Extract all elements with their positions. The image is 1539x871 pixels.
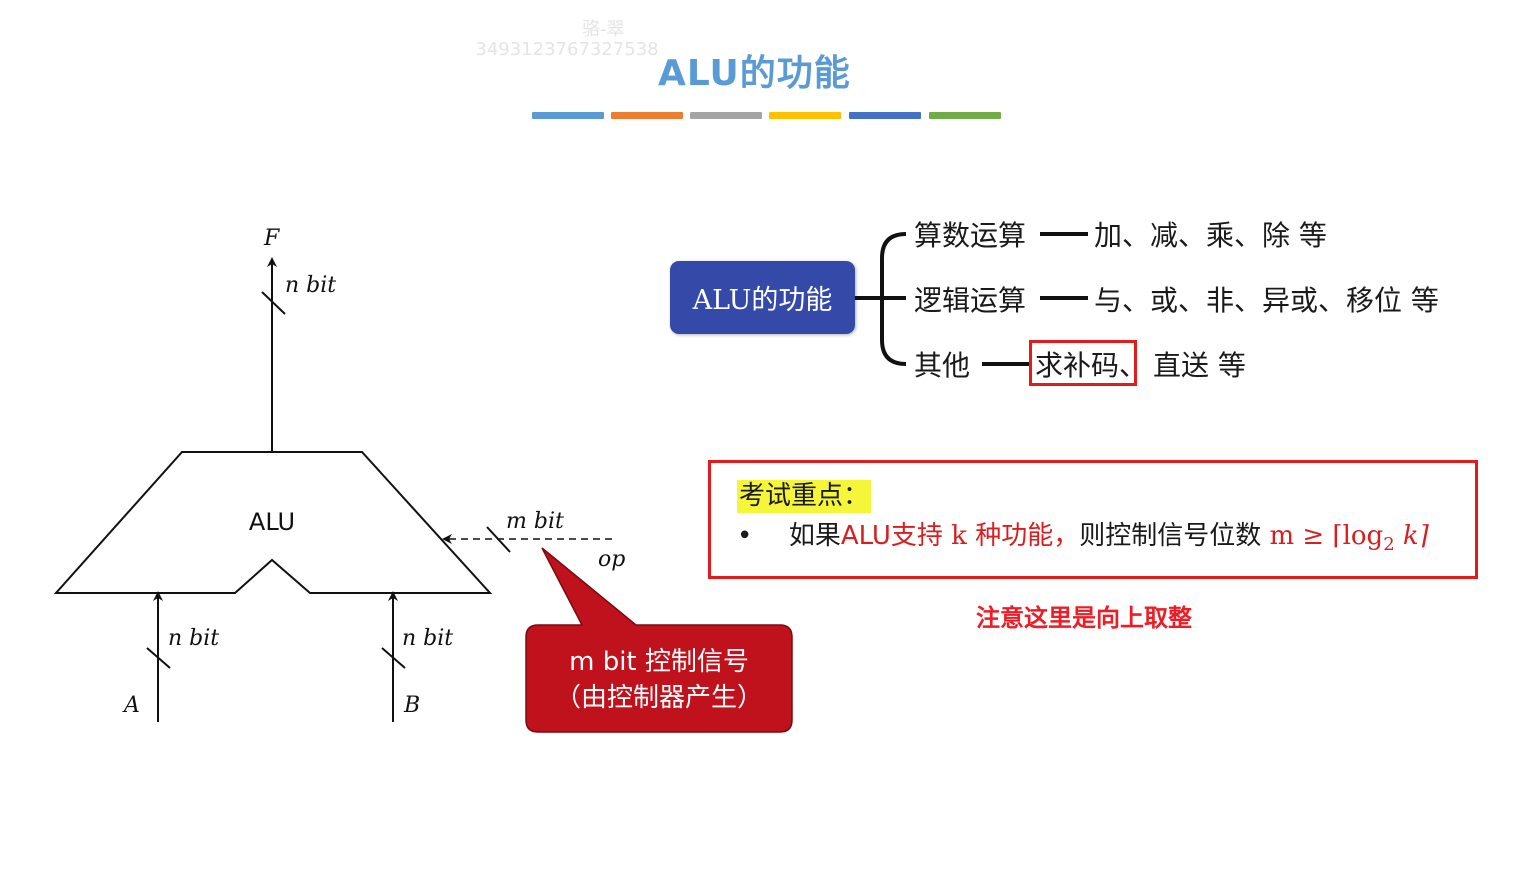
control-slash [486, 526, 511, 553]
input-b-label: B [403, 693, 420, 718]
input-a-label: A [122, 693, 140, 718]
callout-line-1: m bit 控制信号 [569, 647, 749, 677]
exam-text-1: 如果 [788, 521, 841, 551]
branch-logic: 逻辑运算 [914, 284, 1027, 317]
exam-formula-1: m ≥ ⌈log [1269, 521, 1384, 551]
exam-text-3: 则控制信号位数 [1079, 521, 1270, 551]
color-bar-2 [611, 112, 683, 119]
alu-function-node: ALU的功能 [670, 261, 855, 334]
input-b-slash [381, 647, 406, 669]
color-bar-3 [690, 112, 762, 119]
color-bar-4 [769, 112, 841, 119]
exam-heading: 考试重点： [737, 480, 872, 513]
mindmap-connectors [855, 232, 1088, 366]
alu-label: ALU [249, 508, 295, 536]
highlight-box [1029, 340, 1137, 386]
control-label: op [598, 547, 625, 572]
ceiling-note: 注意这里是向上取整 [976, 604, 1192, 632]
color-bar-6 [929, 112, 1001, 119]
alu-shape [53, 451, 493, 594]
callout-bubble [525, 547, 793, 733]
watermark: 骆-翠 3493123767327538 [462, 20, 672, 60]
callout-line-2: （由控制器产生） [554, 683, 763, 713]
exam-text-2: 支持 k 种功能， [890, 521, 1080, 551]
page-title: ALU的功能 [658, 53, 851, 94]
branch-other-detail: 直送 等 [1153, 349, 1246, 382]
branch-other-highlight: 求补码、 [1035, 349, 1148, 382]
watermark-id: 3493123767327538 [475, 39, 659, 60]
input-b-width-label: n bit [402, 626, 453, 651]
exam-formula-2: k⌉ [1394, 521, 1429, 551]
branch-arithmetic-detail: 加、减、乘、除 等 [1094, 219, 1327, 252]
control-width-label: m bit [506, 509, 564, 534]
exam-key-point-box [708, 460, 1478, 579]
color-bar-1 [532, 112, 604, 119]
exam-text-alu: ALU [840, 521, 891, 551]
input-a-slash [146, 647, 171, 669]
branch-other: 其他 [914, 349, 971, 382]
callout-text: m bit 控制信号 （由控制器产生） [528, 644, 790, 716]
color-bar-5 [849, 112, 921, 119]
output-label: F [263, 226, 280, 251]
branch-logic-detail: 与、或、非、异或、移位 等 [1094, 284, 1439, 317]
output-slash [261, 291, 286, 315]
input-a-width-label: n bit [168, 626, 219, 651]
branch-arithmetic: 算数运算 [914, 219, 1027, 252]
exam-formula-sub: 2 [1383, 534, 1395, 556]
exam-bullet-line: • 如果ALU支持 k 种功能，则控制信号位数 m ≥ ⌈log2 k⌉ [737, 515, 1429, 555]
watermark-name: 骆-翠 [582, 19, 625, 40]
output-width-label: n bit [285, 273, 336, 298]
bullet-dot: • [737, 521, 753, 551]
